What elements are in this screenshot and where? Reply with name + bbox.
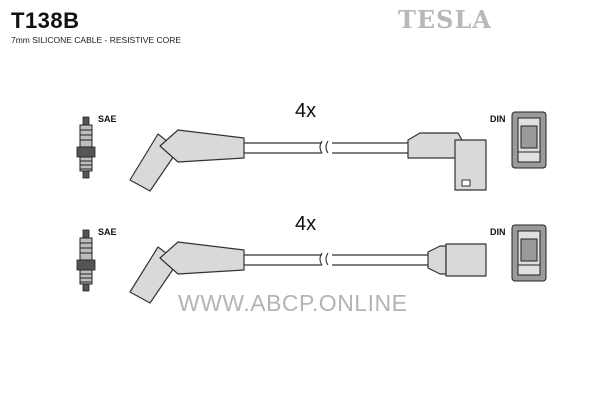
cable-line <box>244 140 408 154</box>
cable-description: 7mm SILICONE CABLE - RESISTIVE CORE <box>11 35 182 45</box>
quantity-label: 4x <box>295 100 317 122</box>
watermark-text: WWW.ABCP.ONLINE <box>178 290 408 316</box>
straight-boot-right <box>427 243 487 277</box>
din-label: DIN <box>490 114 506 124</box>
spark-plug-icon <box>76 116 96 179</box>
angled-boot-left <box>129 241 245 304</box>
cable-row-1 <box>76 111 547 192</box>
brand-logo: TESLA <box>398 5 492 34</box>
spark-plug-icon <box>76 229 96 292</box>
sae-label: SAE <box>98 114 117 124</box>
angled-boot-left <box>129 129 245 192</box>
sae-label: SAE <box>98 227 117 237</box>
cable-line <box>244 252 428 266</box>
din-coil-icon <box>511 224 547 282</box>
din-label: DIN <box>490 227 506 237</box>
part-number: T138B <box>11 8 80 33</box>
din-coil-icon <box>511 111 547 169</box>
quantity-label: 4x <box>295 213 317 235</box>
cable-row-2 <box>76 224 547 304</box>
angled-boot-right <box>407 132 487 191</box>
